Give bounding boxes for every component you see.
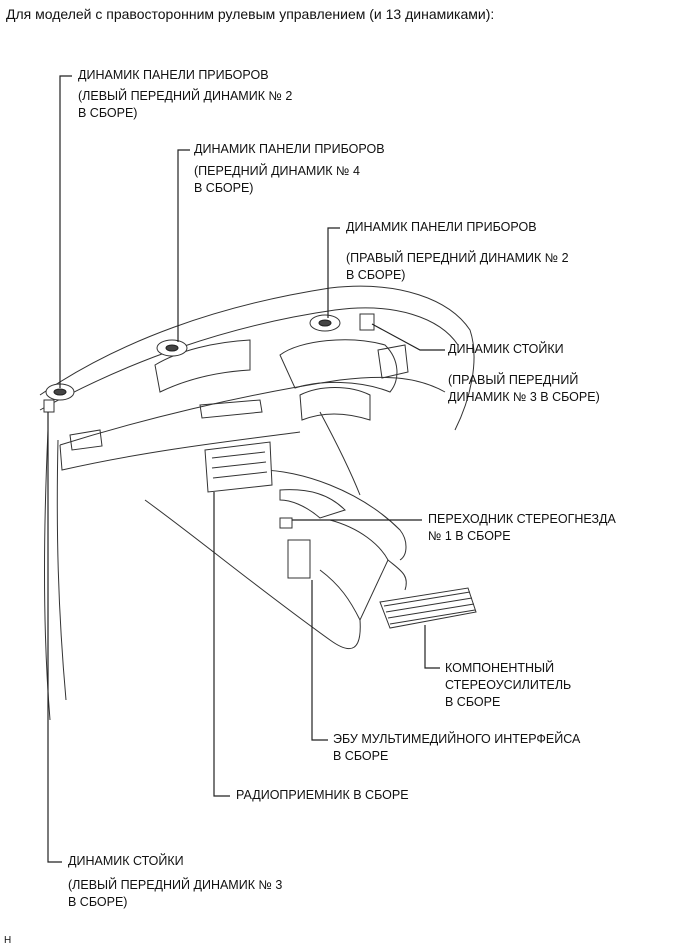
page-title: Для моделей с правосторонним рулевым упр… <box>6 6 495 22</box>
callout-front-4-detail: (ПЕРЕДНИЙ ДИНАМИК № 4 В СБОРЕ) <box>194 164 360 195</box>
stereo-jack-shape <box>279 517 293 529</box>
callout-left-pillar-3-name: ДИНАМИК СТОЙКИ <box>68 854 184 868</box>
multimedia-ecu-shape <box>287 539 311 579</box>
radio-receiver-slots <box>211 451 268 479</box>
amplifier-shape <box>379 587 477 629</box>
callout-front-4-name: ДИНАМИК ПАНЕЛИ ПРИБОРОВ <box>194 142 385 156</box>
right-front-speaker-2-cone <box>318 319 332 327</box>
callout-right-pillar-3-name: ДИНАМИК СТОЙКИ <box>448 342 564 356</box>
front-speaker-4-cone <box>165 344 179 352</box>
amplifier-fins <box>383 591 476 625</box>
leader-radio <box>213 492 230 797</box>
callout-right-front-2-name: ДИНАМИК ПАНЕЛИ ПРИБОРОВ <box>346 220 537 234</box>
callout-left-pillar-3-detail: (ЛЕВЫЙ ПЕРЕДНИЙ ДИНАМИК № 3 В СБОРЕ) <box>68 878 283 909</box>
callout-right-front-2-detail: (ПРАВЫЙ ПЕРЕДНИЙ ДИНАМИК № 2 В СБОРЕ) <box>346 251 569 282</box>
leader-left-pillar <box>47 412 62 863</box>
dashboard-drawing <box>39 285 475 721</box>
leader-amplifier <box>424 625 440 669</box>
callout-right-pillar-3-detail: (ПРАВЫЙ ПЕРЕДНИЙ ДИНАМИК № 3 В СБОРЕ) <box>448 373 600 404</box>
callout-amplifier-name: КОМПОНЕНТНЫЙ СТЕРЕОУСИЛИТЕЛЬ В СБОРЕ <box>445 661 572 709</box>
callout-left-front-2-name: ДИНАМИК ПАНЕЛИ ПРИБОРОВ <box>78 68 269 82</box>
callout-left-front-2-detail: (ЛЕВЫЙ ПЕРЕДНИЙ ДИНАМИК № 2 В СБОРЕ) <box>78 89 293 120</box>
left-front-speaker-2-cone <box>53 388 67 396</box>
right-pillar-speaker-shape <box>359 313 375 331</box>
left-pillar-speaker-shape <box>43 399 55 413</box>
leader-left-front-2 <box>59 75 72 388</box>
radio-receiver-shape <box>204 441 273 493</box>
leader-multimedia-ecu <box>311 580 328 741</box>
callout-stereo-jack-name: ПЕРЕХОДНИК СТЕРЕОГНЕЗДА № 1 В СБОРЕ <box>428 512 616 543</box>
leader-front-4 <box>177 149 190 342</box>
leader-right-front-2 <box>327 227 340 318</box>
figure-code: H <box>4 935 12 946</box>
leader-right-pillar <box>371 323 445 351</box>
callout-multimedia-ecu-name: ЭБУ МУЛЬТИМЕДИЙНОГО ИНТЕРФЕЙСА В СБОРЕ <box>333 732 581 763</box>
callout-radio-name: РАДИОПРИЕМНИК В СБОРЕ <box>236 788 409 802</box>
